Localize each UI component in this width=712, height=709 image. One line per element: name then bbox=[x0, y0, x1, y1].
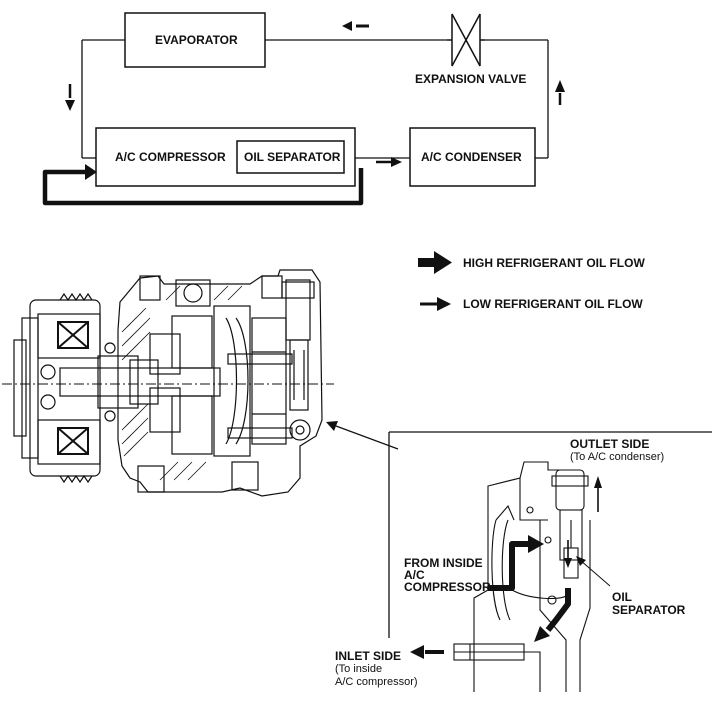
from-inside-line3: COMPRESSOR bbox=[404, 580, 491, 594]
compressor-cross-section bbox=[13, 269, 323, 497]
flow-arrow-up-right bbox=[555, 80, 565, 105]
from-inside-line1: FROM INSIDE bbox=[404, 556, 483, 570]
oil-return-loop bbox=[42, 168, 364, 206]
expansion-valve-icon bbox=[447, 13, 485, 67]
low-flow-arrow-sep bbox=[564, 540, 572, 568]
detail-pointer bbox=[326, 421, 399, 450]
high-flow-arrowhead-out bbox=[534, 626, 550, 642]
inlet-side-sub1: (To inside bbox=[335, 663, 383, 675]
oil-return-arrowhead bbox=[85, 164, 97, 180]
high-flow-arrowhead-in bbox=[528, 535, 544, 553]
oil-separator-leader bbox=[579, 559, 611, 587]
high-flow-legend-label: HIGH REFRIGERANT OIL FLOW bbox=[463, 256, 645, 270]
outlet-side-subtitle: (To A/C condenser) bbox=[570, 451, 665, 463]
inlet-side-title: INLET SIDE bbox=[335, 649, 402, 663]
high-flow-path-out bbox=[545, 588, 571, 632]
housing-hatching bbox=[121, 285, 243, 481]
oil-separator-leader-head bbox=[576, 556, 586, 566]
inlet-arrow bbox=[410, 645, 444, 659]
flow-arrow-to-condenser bbox=[376, 157, 402, 167]
evaporator-label: EVAPORATOR bbox=[155, 33, 238, 47]
inlet-side-sub2: A/C compressor) bbox=[335, 676, 418, 688]
detail-oil-sep-line2: SEPARATOR bbox=[612, 603, 686, 617]
evaporator-box bbox=[124, 12, 266, 68]
outlet-side-title: OUTLET SIDE bbox=[570, 437, 650, 451]
oil-separator-box bbox=[236, 140, 345, 174]
low-flow-legend-icon bbox=[420, 297, 451, 311]
detail-oil-sep-line1: OIL bbox=[612, 590, 632, 604]
detail-inset-frame bbox=[388, 431, 712, 638]
compressor-label: A/C COMPRESSOR bbox=[115, 150, 226, 164]
expansion-valve-label: EXPANSION VALVE bbox=[415, 72, 527, 86]
refrigerant-loop bbox=[81, 39, 549, 159]
oil-separator-detail-drawing bbox=[453, 461, 591, 692]
high-flow-path-in bbox=[488, 541, 530, 591]
condenser-box bbox=[409, 127, 536, 187]
from-inside-line2: A/C bbox=[404, 568, 425, 582]
flow-arrow-left-top bbox=[342, 21, 369, 31]
low-flow-arrow-outlet bbox=[594, 476, 602, 512]
flow-arrow-down-left bbox=[65, 84, 75, 111]
oil-separator-label: OIL SEPARATOR bbox=[244, 150, 341, 164]
condenser-label: A/C CONDENSER bbox=[421, 150, 522, 164]
high-flow-legend-icon bbox=[418, 251, 452, 274]
low-flow-legend-label: LOW REFRIGERANT OIL FLOW bbox=[463, 297, 643, 311]
